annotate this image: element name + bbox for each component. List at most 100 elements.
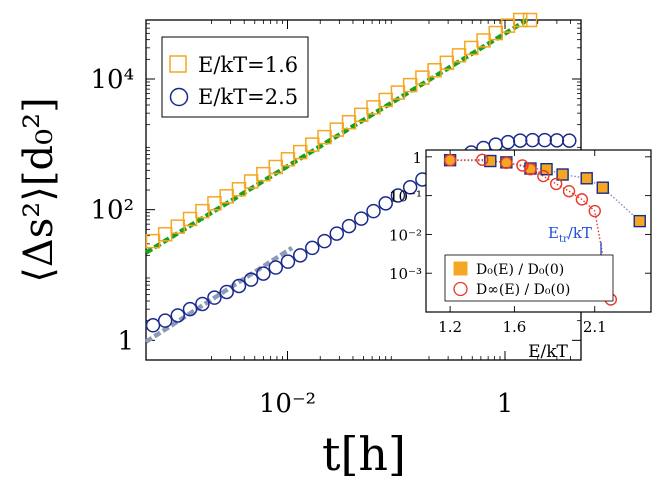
main-series-1-point [157,227,173,242]
main-series-2-point [268,260,284,275]
legend-circle-marker [169,87,189,107]
main-series-1-point [451,48,467,63]
main-x-axis-label: t[h] [322,427,406,481]
inset-series-2-point [524,162,537,176]
main-series-1-point [354,107,369,123]
inset-series-1-point [633,214,646,228]
main-series-1-point [317,129,332,145]
annotation-etr-label: Etr/kT [548,224,592,245]
main-legend-box [161,36,309,118]
inset-legend-label-2: D∞(E) / D₀(0) [476,282,570,298]
inset-x-tick-label: 1.2 [438,318,462,336]
main-series-2-point [488,137,503,152]
inset-x-tick-label: 1.6 [502,318,526,336]
main-series-marks [145,12,577,333]
main-series-1-point [305,137,320,152]
main-series-1-point [366,100,381,115]
main-series-1-point [170,219,186,234]
main-axis-ticks: 1 10² 10⁴ 10⁻² 1 [90,19,582,419]
inset-series-2-point [549,177,563,191]
main-series-1-point [329,122,345,137]
inset-series-2-point [500,156,513,170]
main-series-1-point [476,33,491,48]
inset-legend-circle-marker [453,281,468,297]
main-y-tick-label: 10² [90,196,134,226]
main-series-2-point [219,284,234,300]
main-series-1-point [512,12,528,28]
inset-series-2-point [516,159,529,172]
main-series-1-point [427,63,442,78]
main-y-tick-label: 1 [117,326,134,356]
main-series-1-point [464,40,479,56]
legend-square-marker [169,55,187,73]
main-series-2-point [170,308,186,323]
inset-legend: D₀(E) / D₀(0) D∞(E) / D₀(0) [444,254,614,302]
main-series-2-point [366,203,381,219]
main-series-1-point [402,77,418,93]
main-series-1-point [243,174,259,189]
inset-legend-box [444,254,614,302]
inset-series-2-point [562,185,576,198]
main-series-2-point [500,134,516,150]
inset-chart: 1 10⁻¹ 10⁻² 10⁻³ 1.2 1.6 2.1 E/kT Etr/kT D₀(E)… [389,149,652,362]
main-series-2-point [305,240,320,256]
main-series-2-point [354,211,369,226]
main-x-tick-label: 1 [497,389,514,419]
main-series-1-point [195,203,210,219]
main-series-2-point [562,133,577,148]
main-series-1-point [182,211,198,227]
inset-annotation: Etr/kT [548,224,605,300]
main-series-1-point [268,159,284,175]
inset-series-2-point [575,193,589,206]
main-series-1-point [231,182,247,197]
main-series-1-point [378,92,393,108]
inset-y-tick-label: 10⁻² [389,226,422,244]
inset-y-tick-label: 10⁻¹ [389,188,422,206]
main-series-2-point [280,254,296,269]
main-series-2-point [292,248,308,263]
main-series-2-point [378,196,393,211]
main-y-axis-label: ⟨Δs²⟩[d₀²] [16,97,62,283]
inset-x-tick-label: 2.1 [583,318,607,336]
main-series-2-point [390,188,406,203]
main-series-2-point [549,133,565,148]
main-legend: E/kT=1.6 E/kT=2.5 [161,36,309,118]
inset-axis-ticks: 1 10⁻¹ 10⁻² 10⁻³ 1.2 1.6 2.1 [389,149,651,336]
main-series-2-point [329,226,345,241]
inset-series-1-point [540,162,553,176]
inset-series-marks [443,153,646,306]
main-y-tick-label: 10⁴ [90,65,134,95]
main-series-2-point [317,233,332,249]
main-x-tick-label: 10⁻² [259,389,316,419]
main-series-1-point [439,55,455,71]
inset-series-2-point [476,153,489,166]
inset-legend-label-1: D₀(E) / D₀(0) [476,262,564,278]
main-series-2-point [145,318,161,333]
inset-series-1-point [556,168,569,181]
inset-series-2-point [443,153,457,167]
inset-x-axis-label: E/kT [528,342,568,362]
main-series-2-point [341,218,357,234]
main-series-2-point [243,272,259,287]
inset-y-tick-label: 1 [412,149,422,167]
main-series-2-point [537,132,552,148]
main-series-2-point [525,132,540,148]
inset-series-1-point [484,154,497,168]
legend-label-series-2: E/kT=2.5 [198,85,298,109]
main-fit-line-3 [144,245,294,344]
main-series-2-point [256,266,271,281]
inset-series-1-point [580,172,593,185]
main-series-2-point [207,290,222,305]
main-series-1-point [415,70,430,85]
main-series-1-point [488,25,503,41]
main-series-2-point [512,133,528,148]
inset-y-tick-label: 10⁻³ [389,265,422,283]
main-chart: 1 10² 10⁴ 10⁻² 1 ⟨Δs²⟩[d₀²] t[h] E/kT=1.6 E/… [16,12,582,481]
main-series-1-point [292,144,308,160]
inset-series-2-point [537,169,550,183]
main-series-2-point [195,296,210,312]
main-series-1-point [522,12,538,28]
main-series-2-point [231,278,247,294]
legend-label-series-1: E/kT=1.6 [198,53,298,77]
